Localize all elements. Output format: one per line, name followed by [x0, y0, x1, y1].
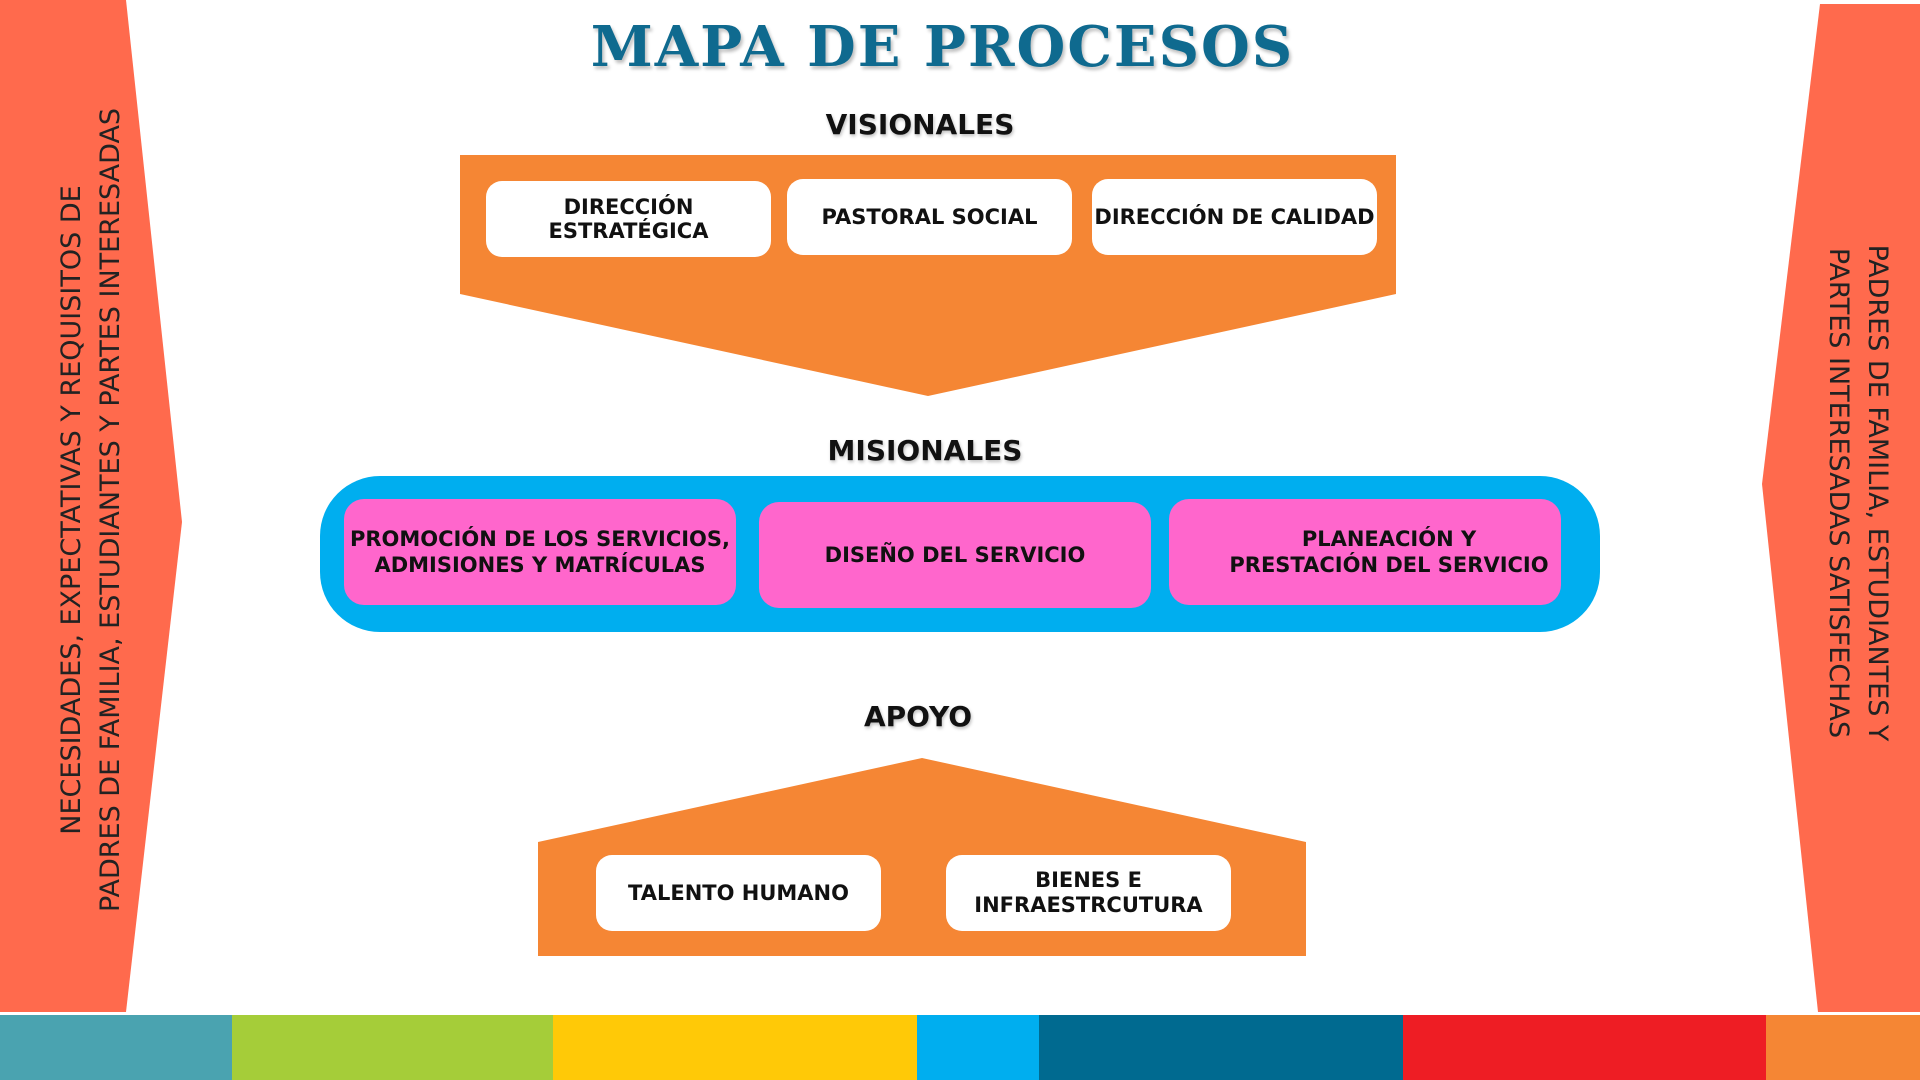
process-box-pastoral-social: PASTORAL SOCIAL [787, 179, 1072, 255]
strip-segment [1039, 1015, 1403, 1080]
bottom-color-strip [0, 1015, 1920, 1080]
bienes-line-2: INFRAESTRCUTURA [974, 893, 1203, 917]
process-box-planeacion-prestacion: PLANEACIÓN Y PRESTACIÓN DEL SERVICIO [1169, 499, 1561, 605]
page-title: MAPA DE PROCESOS [590, 14, 1295, 80]
strip-segment [917, 1015, 1039, 1080]
misionales-label: MISIONALES [827, 434, 1023, 467]
strip-segment [1766, 1015, 1920, 1080]
left-arrow-line-2: PADRES DE FAMILIA, ESTUDIANTES Y PARTES … [95, 107, 126, 913]
process-box-bienes-infraestructura: BIENES E INFRAESTRCUTURA [946, 855, 1231, 931]
visionales-label: VISIONALES [825, 108, 1015, 141]
process-box-diseno-servicio: DISEÑO DEL SERVICIO [759, 502, 1151, 608]
bienes-line-1: BIENES E [1035, 868, 1142, 892]
planeacion-line-1: PLANEACIÓN Y [1301, 527, 1477, 551]
diseno-line-1: DISEÑO DEL SERVICIO [824, 543, 1086, 567]
process-box-direccion-calidad: DIRECCIÓN DE CALIDAD [1092, 179, 1377, 255]
process-box-direccion-estrategica: DIRECCIÓN ESTRATÉGICA [486, 181, 771, 257]
apoyo-label: APOYO [863, 700, 973, 733]
promocion-line-1: PROMOCIÓN DE LOS SERVICIOS, [349, 527, 731, 551]
right-arrow-line-2: PARTES INTERESADAS SATISFECHAS [1823, 247, 1854, 739]
right-arrow-line-1: PADRES DE FAMILIA, ESTUDIANTES Y [1862, 244, 1893, 742]
process-box-talento-humano: TALENTO HUMANO [596, 855, 881, 931]
left-arrow-text: NECESIDADES, EXPECTATIVAS Y REQUISITOS D… [52, 108, 130, 912]
left-arrow-line-1: NECESIDADES, EXPECTATIVAS Y REQUISITOS D… [56, 185, 87, 835]
promocion-line-2: ADMISIONES Y MATRÍCULAS [374, 553, 706, 577]
strip-segment [232, 1015, 553, 1080]
right-arrow-text: PADRES DE FAMILIA, ESTUDIANTES Y PARTES … [1819, 245, 1897, 742]
left-arrow-shape [0, 0, 182, 1012]
strip-segment [553, 1015, 917, 1080]
left-input-arrow [0, 0, 182, 1012]
right-arrow-shape [1762, 4, 1920, 1012]
strip-segment [1403, 1015, 1766, 1080]
strip-segment [0, 1015, 232, 1080]
planeacion-line-2: PRESTACIÓN DEL SERVICIO [1229, 553, 1549, 577]
talento-line-1: TALENTO HUMANO [628, 881, 849, 905]
right-output-arrow [1762, 4, 1920, 1012]
process-box-promocion-servicios: PROMOCIÓN DE LOS SERVICIOS, ADMISIONES Y… [344, 499, 736, 605]
